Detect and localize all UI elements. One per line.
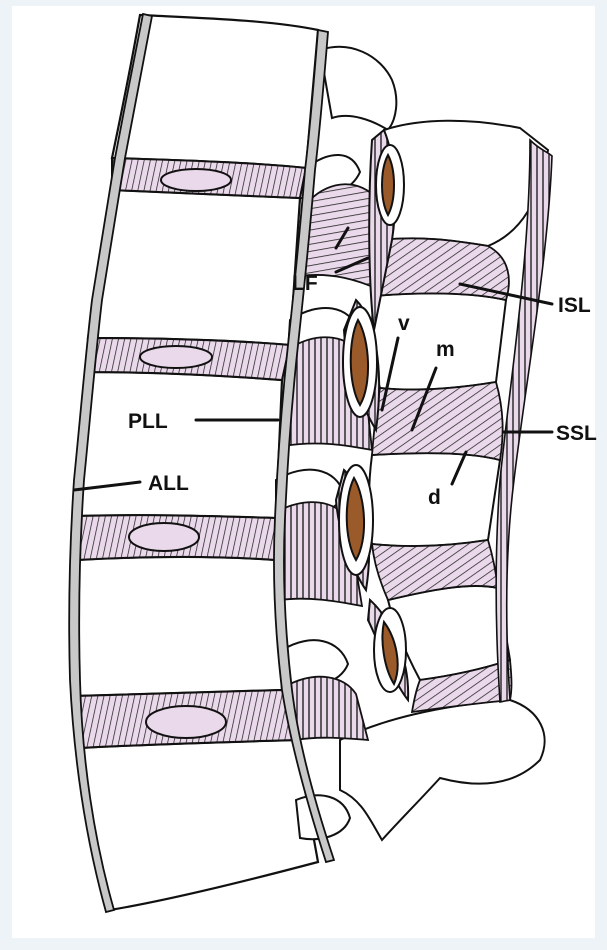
- label-d: d: [428, 486, 441, 509]
- vertebral-body-4: [75, 557, 283, 696]
- label-lf: LF: [292, 272, 318, 295]
- label-pll: PLL: [128, 410, 168, 433]
- label-v: v: [398, 312, 410, 335]
- label-isl: ISL: [558, 294, 591, 317]
- label-m: m: [436, 338, 455, 361]
- isl-segment-2: [372, 382, 503, 460]
- label-all: ALL: [148, 472, 189, 495]
- fat-pad-1: [382, 155, 394, 215]
- vertebral-body-2: [88, 190, 300, 345]
- label-ssl: SSL: [556, 422, 597, 445]
- vertebral-body-3: [78, 372, 282, 518]
- nucleus-3: [129, 523, 199, 551]
- nucleus-2: [140, 346, 212, 368]
- nucleus-4: [146, 706, 226, 738]
- nucleus-1: [161, 169, 231, 191]
